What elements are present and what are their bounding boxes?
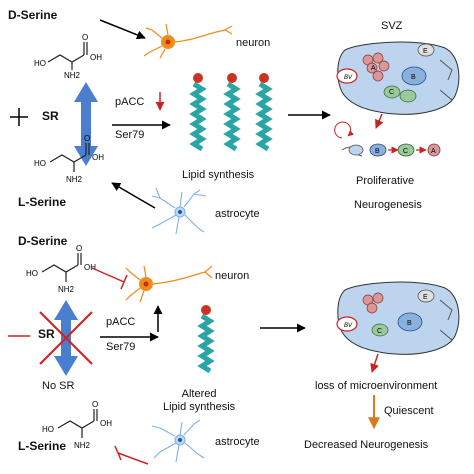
label-neuron-bottom: neuron: [215, 270, 250, 282]
label-no-sr: No SR: [42, 380, 75, 392]
cell-a: A: [431, 148, 436, 155]
chem-ho: HO: [34, 59, 46, 68]
chem-nh2: NH2: [74, 441, 91, 450]
cell-a: A: [371, 65, 376, 72]
chem-ho: HO: [26, 269, 38, 278]
label-astrocyte-top: astrocyte: [215, 208, 260, 220]
cell-b: B: [407, 320, 412, 327]
label-proliferative: Proliferative: [356, 175, 415, 187]
svz-niche-top: [336, 41, 460, 115]
label-lipid-synthesis: Lipid synthesis: [182, 169, 255, 181]
cell-bv: BV: [344, 75, 353, 81]
label-l-serine-bottom: L-Serine: [18, 439, 67, 453]
neuron-icon-bottom: [125, 265, 213, 303]
chem-ho: HO: [34, 159, 46, 168]
d-serine-molecule-top: [47, 42, 88, 70]
cell-e: E: [423, 48, 428, 55]
cell-e: E: [423, 294, 428, 301]
astrocyte-icon-bottom: [151, 419, 205, 463]
cell-c: C: [389, 89, 394, 96]
label-d-serine-top: D-Serine: [8, 8, 58, 22]
label-neuron-top: neuron: [236, 37, 271, 49]
chem-o: O: [84, 134, 90, 143]
chem-nh2: NH2: [58, 285, 75, 294]
lineage-row-top: [334, 121, 441, 157]
label-pacc-top: pACC: [115, 96, 145, 108]
label-loss-microenvironment: loss of microenvironment: [315, 380, 438, 392]
label-pacc-bottom: pACC: [106, 316, 136, 328]
neuron-icon-top: [143, 23, 233, 59]
chem-oh: OH: [100, 419, 112, 428]
label-d-serine-bottom: D-Serine: [18, 234, 68, 248]
chem-oh: OH: [90, 53, 102, 62]
label-quiescent: Quiescent: [384, 405, 434, 417]
l-serine-molecule-bottom: [57, 409, 98, 438]
cell-c: C: [377, 328, 382, 335]
label-ser79-bottom: Ser79: [106, 341, 136, 353]
label-neurogenesis: Neurogenesis: [354, 199, 422, 211]
sr-double-arrow-bottom[interactable]: [39, 300, 93, 376]
cell-bv: BV: [344, 323, 353, 329]
arrow-dserine-to-neuron: [99, 19, 146, 40]
inhibit-astrocyte-lserine: [117, 452, 149, 465]
inhibit-bar-dserine: [120, 274, 128, 290]
label-svz: SVZ: [381, 20, 403, 32]
chem-ho: HO: [42, 425, 54, 434]
chem-o: O: [76, 244, 82, 253]
cell-b: B: [375, 148, 380, 155]
sr-double-arrow-top[interactable]: [74, 82, 98, 166]
chem-nh2: NH2: [66, 175, 83, 184]
inhibit-bar-lserine: [114, 445, 122, 461]
chem-o: O: [92, 400, 98, 409]
cell-c: C: [403, 148, 408, 155]
svz-niche-bottom: [336, 281, 460, 355]
chem-o: O: [82, 33, 88, 42]
d-serine-molecule-bottom: [41, 253, 82, 282]
chem-oh: OH: [84, 263, 96, 272]
red-arrow-svz-lineage: [375, 113, 384, 129]
label-decreased-neurogenesis: Decreased Neurogenesis: [304, 439, 429, 451]
label-sr-bottom: SR: [38, 327, 55, 341]
label-sr-top: SR: [42, 109, 59, 123]
chem-oh: OH: [92, 153, 104, 162]
lipid-chain-bottom: [197, 305, 215, 374]
red-arrow-svz-bottom: [370, 353, 379, 373]
astrocyte-icon-top: [151, 187, 207, 235]
label-l-serine-top: L-Serine: [18, 195, 67, 209]
arrow-astrocyte-to-lserine: [111, 182, 156, 209]
label-ser79-top: Ser79: [115, 129, 145, 141]
label-astrocyte-bottom: astrocyte: [215, 436, 260, 448]
l-serine-molecule-top: [49, 143, 90, 172]
lipid-chains-top: [189, 73, 273, 152]
cell-b: B: [411, 74, 416, 81]
label-altered-lipid: Altered Lipid synthesis: [163, 388, 236, 414]
inhibit-dserine-neuron: [91, 267, 125, 283]
chem-nh2: NH2: [64, 71, 81, 80]
